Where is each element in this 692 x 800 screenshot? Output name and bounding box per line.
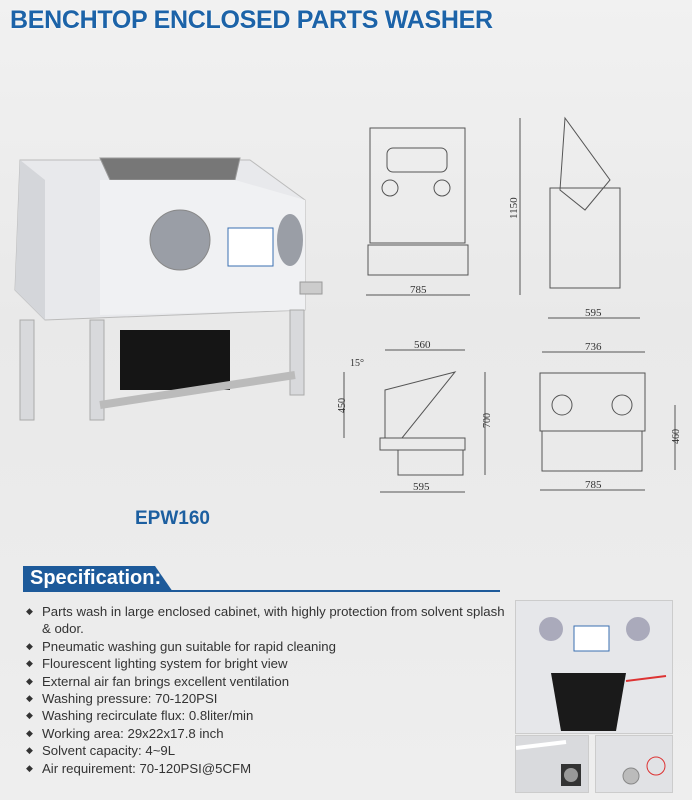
dim-rear-width: 736 (585, 341, 602, 353)
spec-heading: Specification: (30, 567, 162, 589)
dim-front-width: 785 (410, 284, 427, 296)
spec-list: Parts wash in large enclosed cabinet, wi… (26, 603, 506, 777)
product-photo (14, 157, 323, 421)
model-number: EPW160 (135, 508, 210, 529)
front-view-drawing: 785 (366, 127, 470, 296)
dim-rear-base-width: 785 (585, 479, 602, 491)
detail-photo-tank (515, 600, 673, 734)
detail-photo-fan (515, 735, 589, 793)
spec-item: External air fan brings excellent ventil… (26, 673, 506, 691)
spec-item: Flourescent lighting system for bright v… (26, 655, 506, 673)
side-view-drawing: 1150 595 (508, 116, 640, 319)
dim-total-height: 700 (482, 413, 493, 428)
dim-rear-height: 460 (671, 429, 682, 444)
spec-item: Parts wash in large enclosed cabinet, wi… (26, 603, 506, 638)
spec-item: Air requirement: 70-120PSI@5CFM (26, 760, 506, 778)
spec-item: Solvent capacity: 4~9L (26, 742, 506, 760)
spec-item: Pneumatic washing gun suitable for rapid… (26, 638, 506, 656)
page-title: BENCHTOP ENCLOSED PARTS WASHER (10, 6, 493, 34)
rear-view-drawing: 736 460 785 (539, 341, 682, 491)
spec-item: Washing pressure: 70-120PSI (26, 690, 506, 708)
detail-photo-interior (595, 735, 673, 793)
dim-side-depth: 595 (585, 307, 602, 319)
dim-side-height: 1150 (508, 197, 520, 219)
dim-angle: 15° (350, 358, 364, 369)
dim-body-height: 450 (337, 398, 348, 413)
spec-divider (170, 590, 500, 592)
spec-item: Working area: 29x22x17.8 inch (26, 725, 506, 743)
side-section-drawing: 560 15° 450 700 595 (337, 339, 493, 493)
dim-top-depth: 560 (414, 339, 431, 351)
spec-heading-band (23, 566, 173, 592)
spec-item: Washing recirculate flux: 0.8liter/min (26, 707, 506, 725)
dim-base-depth: 595 (413, 481, 430, 493)
dimension-drawings: 785 1150 595 560 15° 450 700 595 736 460… (337, 116, 682, 493)
